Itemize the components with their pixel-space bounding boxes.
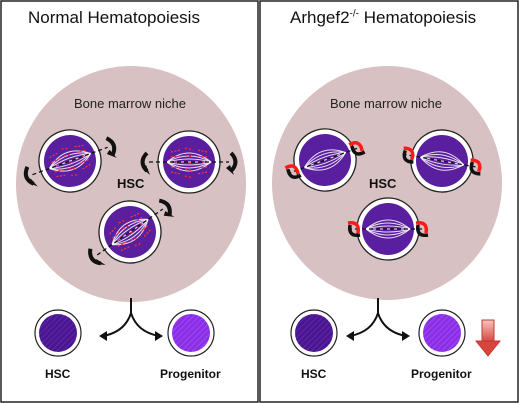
left-hsc-dividing-cell-1 — [23, 129, 117, 193]
right-hsc-dividing-cell-2 — [402, 129, 482, 193]
right-title-suffix: Hematopoiesis — [359, 8, 477, 27]
left-hsc-dividing-cell-3 — [88, 198, 175, 266]
right-bone-marrow-niche — [272, 66, 502, 300]
right-title-superscript: -/- — [349, 8, 359, 20]
left-hsc-output-cell — [34, 309, 82, 357]
right-title-gene: Arhgef2 — [290, 8, 350, 27]
right-panel-frame — [259, 0, 519, 403]
left-branch-arrows — [99, 298, 163, 341]
right-hsc-dividing-cell-1 — [284, 128, 366, 192]
left-niche-label: Bone marrow niche — [74, 96, 186, 111]
left-panel-title: Normal Hematopoiesis — [28, 8, 200, 27]
left-hsc-dividing-cell-2 — [140, 130, 238, 194]
left-progenitor-output-label: Progenitor — [160, 367, 221, 381]
down-arrow-icon — [474, 319, 502, 357]
right-progenitor-output-cell — [418, 309, 466, 357]
left-hsc-label: HSC — [117, 176, 145, 191]
right-hsc-output-label: HSC — [301, 367, 327, 381]
right-niche-label: Bone marrow niche — [330, 96, 442, 111]
right-branch-arrows — [346, 298, 410, 341]
left-hsc-output-label: HSC — [45, 367, 71, 381]
left-panel-frame — [0, 0, 259, 403]
right-progenitor-output-label: Progenitor — [411, 367, 472, 381]
left-progenitor-output-cell — [167, 309, 215, 357]
right-hsc-dividing-cell-3 — [347, 197, 429, 261]
left-bone-marrow-niche — [16, 66, 246, 302]
right-hsc-label: HSC — [369, 176, 397, 191]
right-hsc-output-cell — [290, 309, 338, 357]
right-panel-title: Arhgef2-/- Hematopoiesis — [290, 8, 476, 28]
